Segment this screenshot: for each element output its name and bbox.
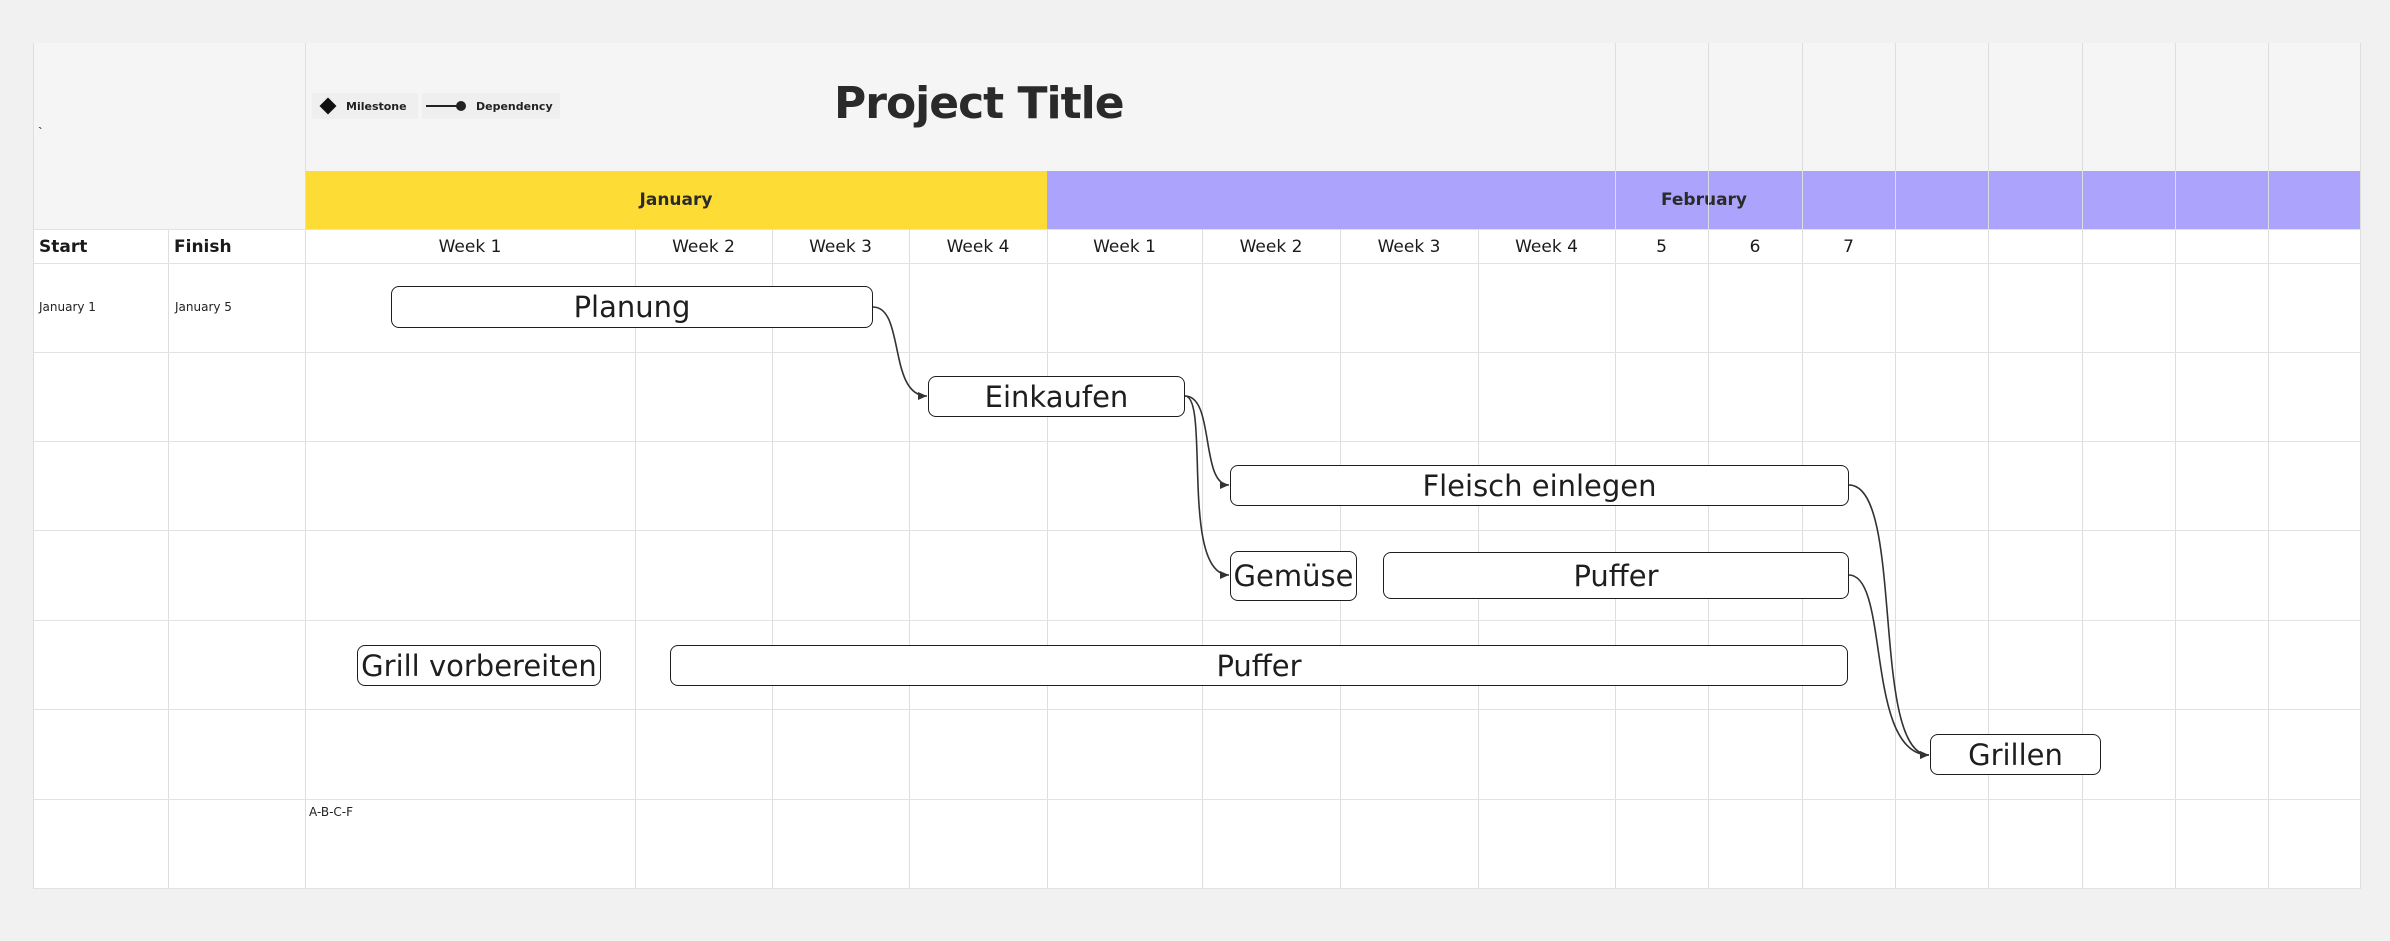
task-bar-einkaufen[interactable]: Einkaufen xyxy=(928,376,1185,417)
week-header: 5 xyxy=(1656,236,1667,257)
grid-line xyxy=(33,352,2361,353)
grid-line xyxy=(1708,43,1709,229)
grid-line xyxy=(2268,229,2269,889)
week-header: Week 4 xyxy=(1515,236,1578,257)
week-header: 7 xyxy=(1843,236,1854,257)
column-header-start: Start xyxy=(39,236,88,257)
task-bar-grillen[interactable]: Grillen xyxy=(1930,734,2101,775)
grid-line xyxy=(1988,229,1989,889)
dependency-connector-icon xyxy=(426,101,466,111)
task-bar-grill-vorbereiten[interactable]: Grill vorbereiten xyxy=(357,645,601,686)
column-header-finish: Finish xyxy=(174,236,232,257)
task-bar-fleisch-einlegen[interactable]: Fleisch einlegen xyxy=(1230,465,1849,506)
grid-line xyxy=(33,620,2361,621)
month-february: February xyxy=(1047,171,2361,229)
grid-line xyxy=(305,229,306,889)
grid-line xyxy=(33,530,2361,531)
grid-line xyxy=(2175,229,2176,889)
week-header: Week 3 xyxy=(1377,236,1441,257)
row-start-date[interactable]: January 1 xyxy=(39,300,96,314)
grid-line xyxy=(168,229,169,889)
grid-line xyxy=(33,799,2361,800)
grid-line xyxy=(33,709,2361,710)
corner-mark: ` xyxy=(38,124,43,140)
project-title[interactable]: Project Title xyxy=(834,78,1125,129)
grid-line xyxy=(1895,229,1896,889)
grid-line xyxy=(2268,43,2269,229)
week-header: Week 2 xyxy=(672,236,735,257)
grid-line xyxy=(1988,43,1989,229)
grid-line xyxy=(772,229,773,889)
legend-dependency-label: Dependency xyxy=(476,99,553,113)
grid-line xyxy=(33,441,2361,442)
legend-dependency: Dependency xyxy=(422,93,560,119)
grid-line xyxy=(33,229,2361,230)
week-header: Week 4 xyxy=(946,236,1010,257)
month-january: January xyxy=(305,171,1047,229)
grid-line xyxy=(1802,43,1803,229)
grid-line xyxy=(2360,43,2361,889)
grid-line xyxy=(1895,43,1896,229)
grid-line xyxy=(1047,229,1048,889)
grid-line xyxy=(1615,43,1616,229)
week-header: Week 1 xyxy=(1093,236,1156,257)
note-text[interactable]: A-B-C-F xyxy=(309,805,354,819)
legend-milestone-label: Milestone xyxy=(346,99,407,113)
week-header: Week 3 xyxy=(809,236,872,257)
grid-line xyxy=(2082,229,2083,889)
grid-line xyxy=(33,888,2361,889)
task-bar-puffer[interactable]: Puffer xyxy=(670,645,1848,686)
grid-line xyxy=(33,263,2361,264)
grid-line xyxy=(2082,43,2083,229)
grid-line xyxy=(2175,43,2176,229)
grid-line xyxy=(635,229,636,889)
week-header: Week 1 xyxy=(438,236,502,257)
grid-line xyxy=(33,43,34,889)
milestone-diamond-icon xyxy=(319,97,337,115)
grid-line xyxy=(1202,229,1203,889)
legend-milestone: Milestone xyxy=(312,93,418,119)
task-bar-puffer[interactable]: Puffer xyxy=(1383,552,1849,599)
grid-line xyxy=(305,43,306,229)
week-header: Week 2 xyxy=(1239,236,1303,257)
task-bar-planung[interactable]: Planung xyxy=(391,286,873,328)
task-bar-gemuese[interactable]: Gemüse xyxy=(1230,551,1357,601)
grid-line xyxy=(909,229,910,889)
row-finish-date[interactable]: January 5 xyxy=(175,300,232,314)
week-header: 6 xyxy=(1749,236,1761,257)
